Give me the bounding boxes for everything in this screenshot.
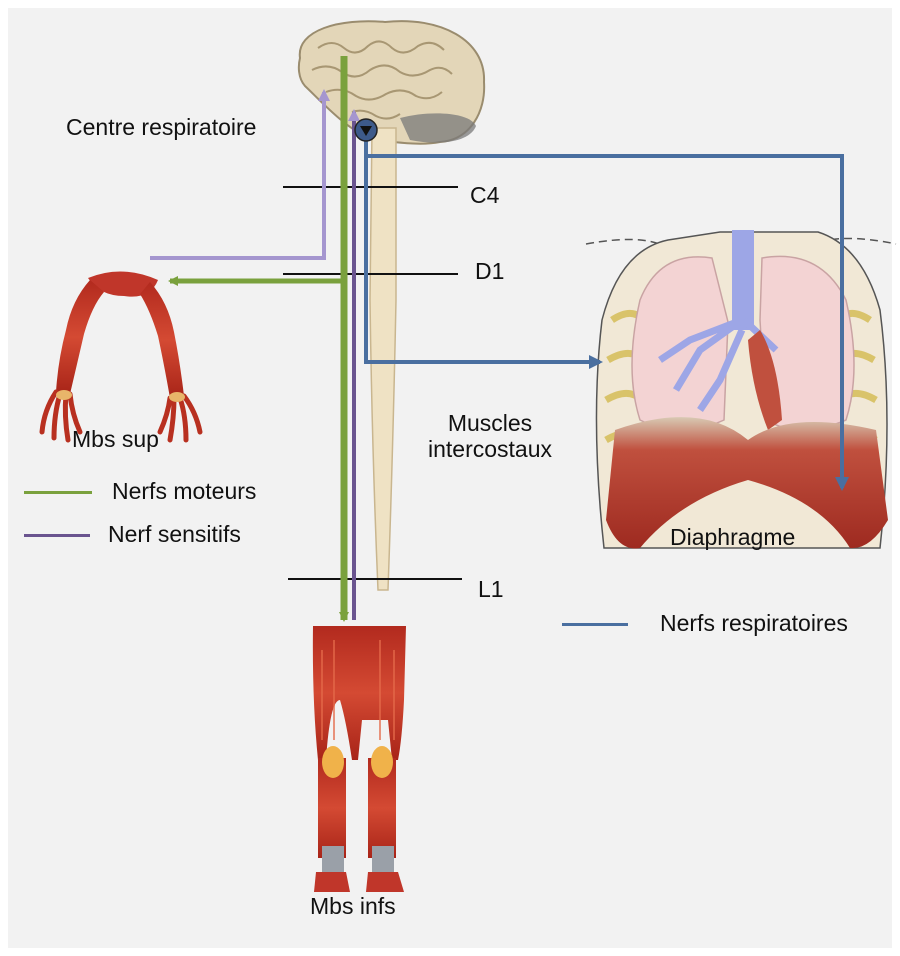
- muscles-intercostaux-label: Muscles intercostaux: [420, 410, 560, 463]
- mbs-sup-label: Mbs sup: [72, 426, 159, 452]
- d1-label: D1: [475, 258, 504, 284]
- legend-swatch-sensitifs: [24, 534, 90, 537]
- respiratory-nerve-to-intercostals: [366, 140, 600, 362]
- diaphragme-label: Diaphragme: [670, 524, 795, 550]
- legend-label-moteurs: Nerfs moteurs: [112, 478, 256, 504]
- thorax-illustration: [586, 230, 896, 548]
- c4-label: C4: [470, 182, 499, 208]
- lower-limbs-illustration: [313, 626, 406, 892]
- muscles-label-line2: intercostaux: [420, 436, 560, 462]
- mbs-infs-label: Mbs infs: [310, 893, 396, 919]
- centre-respiratoire-label: Centre respiratoire: [66, 114, 256, 140]
- legend-swatch-respiratoires: [562, 623, 628, 626]
- spinal-cord: [370, 128, 396, 590]
- l1-label: L1: [478, 576, 504, 602]
- legend-label-respiratoires: Nerfs respiratoires: [660, 610, 848, 636]
- brain-illustration: [299, 21, 484, 144]
- upper-limbs-illustration: [42, 271, 200, 440]
- muscles-label-line1: Muscles: [420, 410, 560, 436]
- legend-label-sensitifs: Nerf sensitifs: [108, 521, 241, 547]
- legend-swatch-moteurs: [24, 491, 92, 494]
